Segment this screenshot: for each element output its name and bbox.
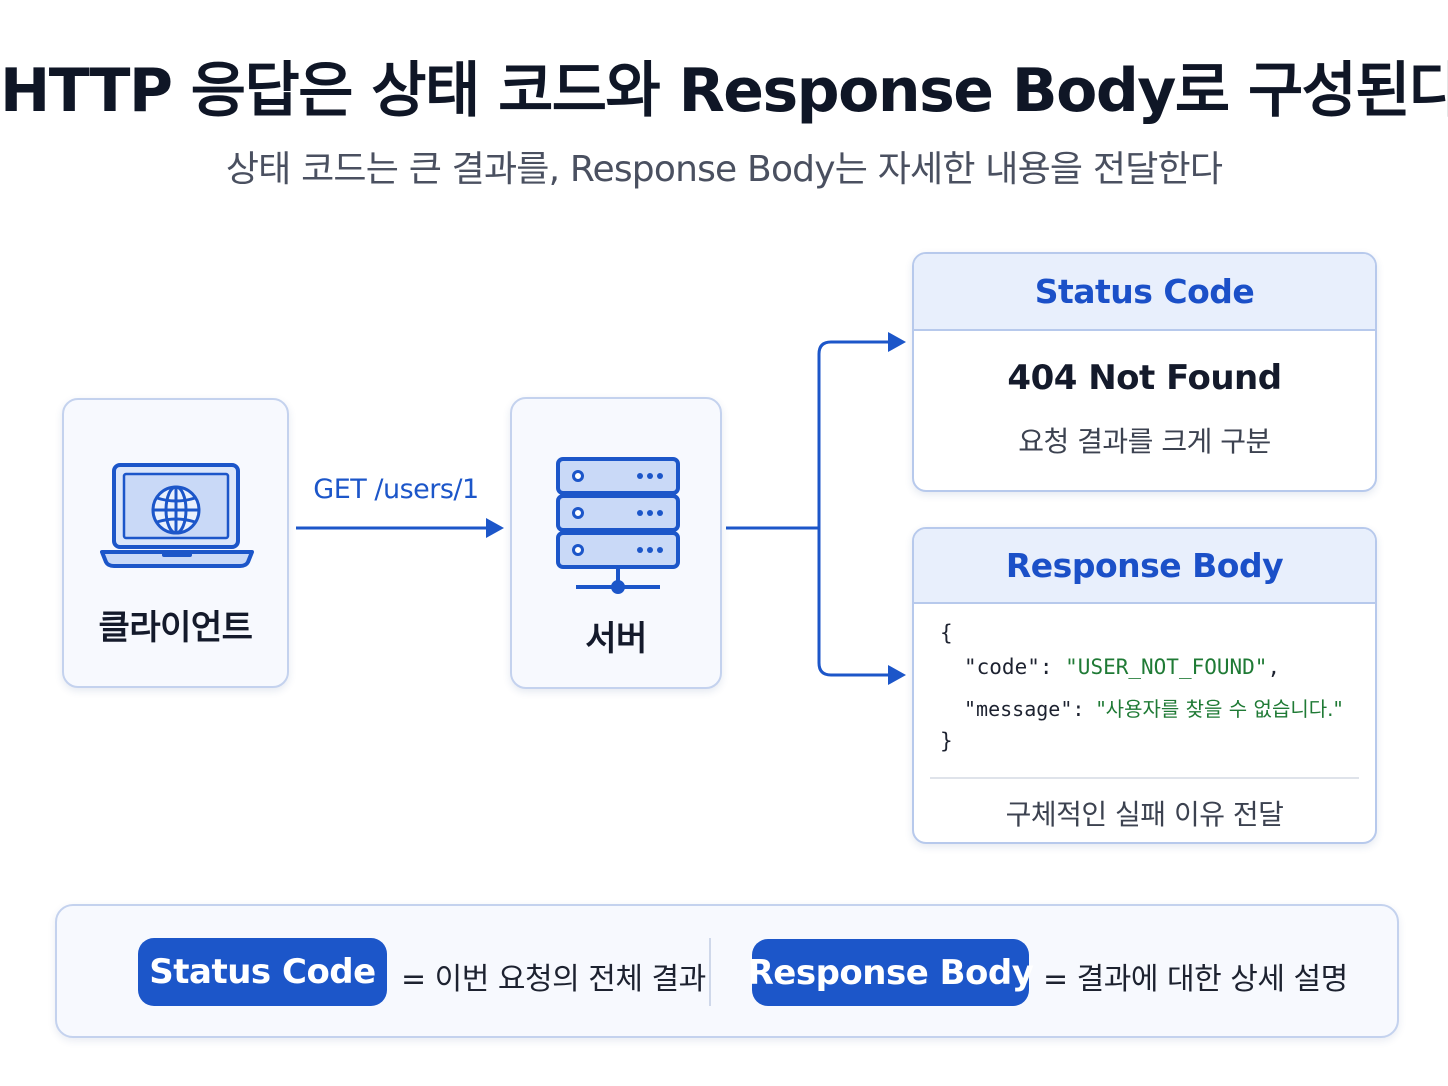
status-code-pill: Status Code <box>138 938 387 1006</box>
client-label: 클라이언트 <box>98 608 253 648</box>
json-value-code: "USER_NOT_FOUND" <box>1065 655 1268 679</box>
legend-bar: Status Code = 이번 요청의 전체 결과 Response Body… <box>55 904 1399 1038</box>
json-comma: , <box>1267 655 1281 679</box>
json-sep-code: : <box>1039 655 1066 679</box>
json-close-brace: } <box>940 729 953 753</box>
server-rack-icon <box>556 457 680 594</box>
body-divider <box>930 777 1359 779</box>
json-line-message: "message": "사용자를 찾을 수 없습니다." <box>964 693 1343 722</box>
response-body-caption: 구체적인 실패 이유 전달 <box>1005 798 1284 831</box>
status-code-caption: 요청 결과를 크게 구분 <box>1018 425 1271 458</box>
status-code-value: 404 Not Found <box>1007 358 1282 398</box>
json-open-brace: { <box>940 621 953 645</box>
json-key-message: "message" <box>964 697 1073 721</box>
json-value-message: "사용자를 찾을 수 없습니다." <box>1096 697 1343 721</box>
legend-divider <box>709 938 711 1006</box>
json-line-code: "code": "USER_NOT_FOUND", <box>964 655 1280 679</box>
status-code-panel: Status Code 404 Not Found 요청 결과를 크게 구분 <box>912 252 1377 492</box>
response-body-panel-header: Response Body <box>914 529 1375 604</box>
body-arrow <box>817 528 894 677</box>
status-code-panel-header: Status Code <box>914 254 1375 331</box>
json-key-code: "code" <box>964 655 1040 679</box>
page-subtitle: 상태 코드는 큰 결과를, Response Body는 자세한 내용을 전달한… <box>225 149 1223 190</box>
client-node: 클라이언트 <box>62 398 289 688</box>
request-label: GET /users/1 <box>313 474 479 505</box>
laptop-globe-icon <box>100 463 254 568</box>
status-code-desc: = 이번 요청의 전체 결과 <box>401 962 706 997</box>
server-node: 서버 <box>510 397 722 689</box>
response-body-pill: Response Body <box>748 939 1034 1006</box>
server-label: 서버 <box>585 619 647 659</box>
page-title: HTTP 응답은 상태 코드와 Response Body로 구성된다 <box>0 56 1448 126</box>
response-body-panel: Response Body { "code": "USER_NOT_FOUND"… <box>912 527 1377 844</box>
json-sep-message: : <box>1072 697 1097 721</box>
response-body-desc: = 결과에 대한 상세 설명 <box>1043 962 1348 997</box>
status-arrow <box>817 340 894 528</box>
